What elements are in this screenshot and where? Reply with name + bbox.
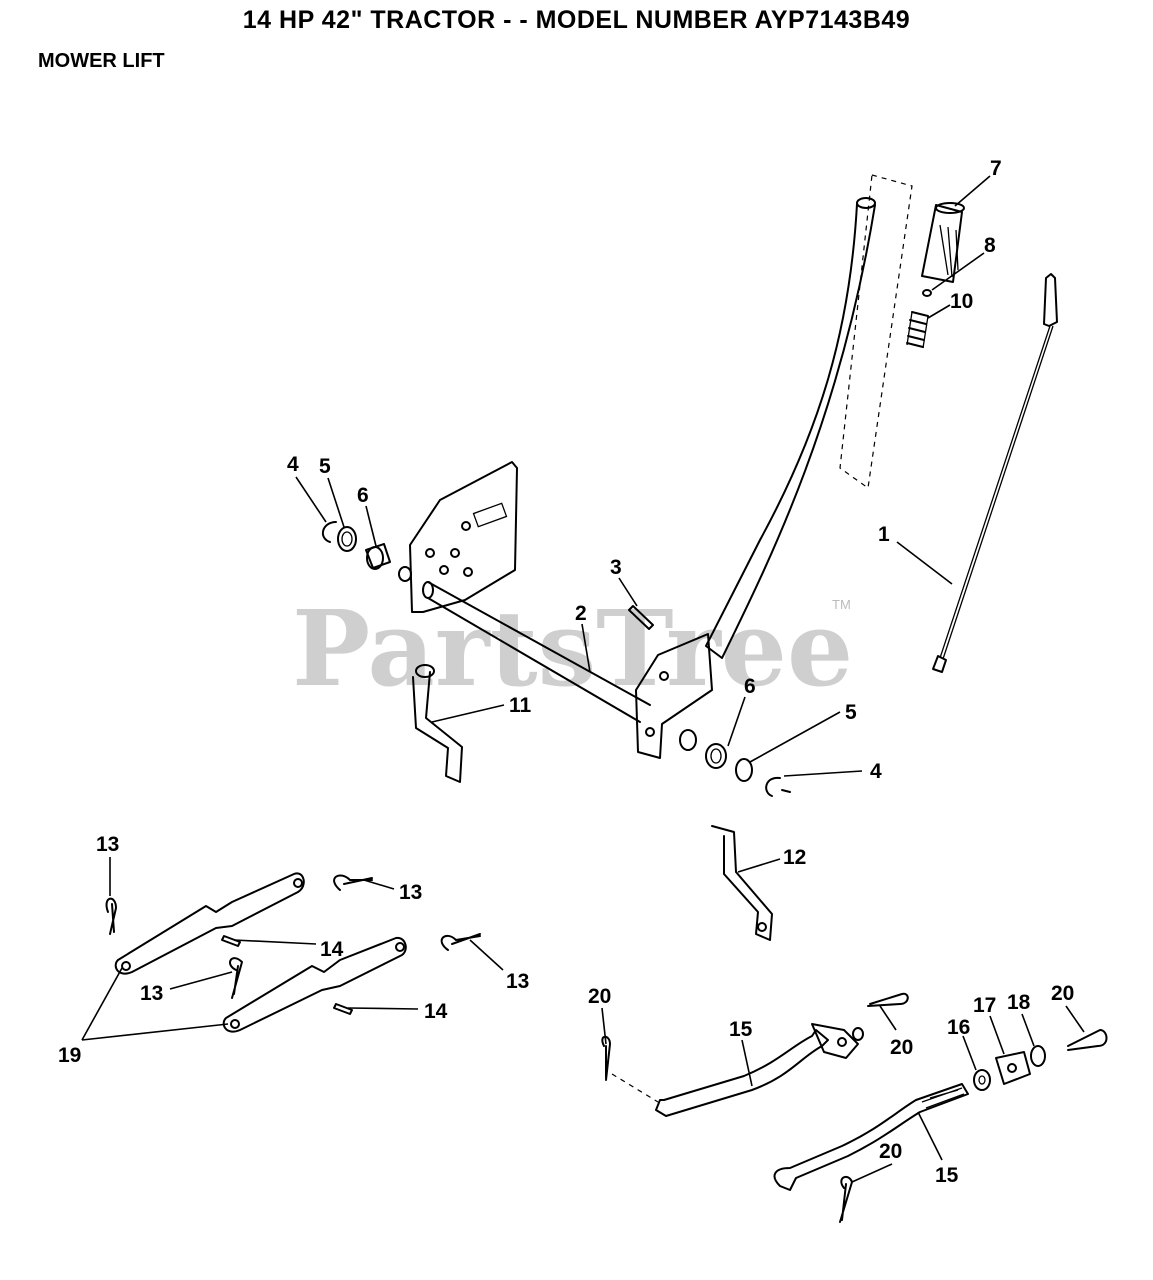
callout-7: 7	[990, 157, 1002, 180]
part-pin-lower	[333, 1003, 353, 1015]
part-roll-pin	[628, 605, 654, 630]
callout-20: 20	[890, 1036, 913, 1059]
part-hairpin-clip-d	[440, 933, 481, 951]
callout-13: 13	[399, 881, 422, 904]
callout-2: 2	[575, 602, 587, 625]
callout-15: 15	[935, 1164, 959, 1187]
callout-14: 14	[320, 938, 344, 961]
part-bushing-left	[365, 543, 412, 582]
callout-13: 13	[140, 982, 163, 1005]
leader-lines	[81, 175, 1085, 1183]
callout-5: 5	[845, 701, 857, 724]
part-bushing-right	[679, 729, 727, 769]
part-nut	[973, 1069, 991, 1091]
part-cross-shaft	[422, 581, 651, 723]
callout-18: 18	[1007, 991, 1031, 1014]
part-hairpin-clip-b	[333, 874, 373, 891]
callout-13: 13	[96, 833, 119, 856]
part-washer-left	[337, 526, 357, 552]
part-clip-20c	[1067, 1029, 1108, 1051]
watermark-trademark: TM	[832, 597, 851, 612]
page-title: 14 HP 42" TRACTOR - - MODEL NUMBER AYP71…	[242, 6, 911, 34]
part-clip-20b	[867, 992, 909, 1007]
part-handle-grip	[921, 202, 965, 283]
part-trunnion-block	[995, 1051, 1031, 1085]
callout-16: 16	[947, 1016, 970, 1039]
part-lift-arm-lower	[222, 936, 407, 1033]
callout-10: 10	[950, 290, 973, 313]
part-button	[922, 289, 932, 297]
part-retainer-clip-left	[321, 521, 337, 543]
part-pin-upper	[221, 935, 241, 947]
part-adjust-block-upper	[811, 1023, 864, 1059]
callout-11: 11	[509, 694, 532, 717]
callout-19: 19	[58, 1044, 81, 1067]
part-shaft-bracket	[635, 633, 713, 759]
callout-4: 4	[870, 760, 882, 783]
callout-4: 4	[287, 453, 299, 476]
callout-20: 20	[1051, 982, 1074, 1005]
part-spacer	[1030, 1045, 1046, 1067]
part-lift-link-left	[412, 664, 463, 783]
callout-15: 15	[729, 1018, 753, 1041]
callout-12: 12	[783, 846, 806, 869]
part-lift-handle	[705, 197, 876, 659]
callout-6: 6	[744, 675, 756, 698]
watermark-text: PartsTree	[292, 587, 853, 710]
grip-guide-line	[839, 174, 913, 490]
part-adjust-rod-lower	[773, 1083, 969, 1191]
part-spring	[906, 311, 929, 349]
part-retainer-clip-right	[765, 776, 791, 797]
part-clip-20d	[839, 1175, 853, 1223]
part-adjust-rod-upper	[611, 1029, 829, 1117]
callout-17: 17	[973, 994, 996, 1017]
section-title: MOWER LIFT	[38, 50, 165, 72]
callout-5: 5	[319, 455, 331, 478]
callout-6: 6	[357, 484, 369, 507]
callout-8: 8	[984, 234, 996, 257]
callout-13: 13	[506, 970, 529, 993]
part-bracket-plate	[409, 461, 518, 613]
part-hairpin-clip-a	[105, 897, 117, 935]
part-lift-link-right	[711, 825, 773, 941]
part-washer-right	[735, 758, 753, 782]
callout-20: 20	[879, 1140, 902, 1163]
part-lift-rod	[932, 273, 1058, 673]
part-hairpin-clip-c	[229, 957, 243, 999]
callout-1: 1	[878, 523, 890, 546]
callout-3: 3	[610, 556, 622, 579]
callout-20: 20	[588, 985, 611, 1008]
callout-14: 14	[424, 1000, 448, 1023]
part-lift-arm-upper	[114, 872, 305, 975]
